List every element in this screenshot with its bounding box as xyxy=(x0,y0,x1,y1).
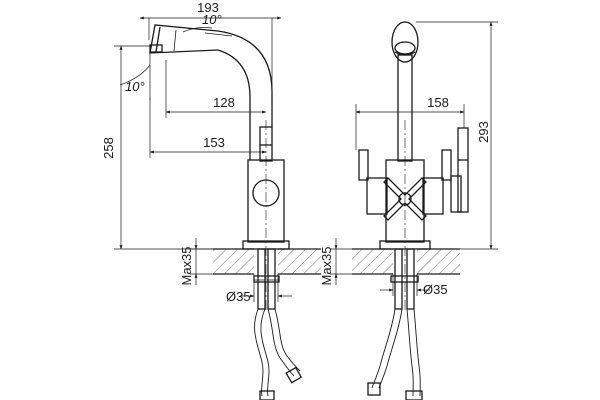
supply-hoses-side xyxy=(253,248,303,400)
dim-total-width-label: 193 xyxy=(197,0,219,15)
dim-hole-diameter-front: Ø35 xyxy=(380,274,448,297)
countertop-section xyxy=(213,248,321,275)
dim-max-thickness-side-label: Max35 xyxy=(179,246,194,285)
dim-handle-span: 158 xyxy=(355,95,465,150)
dim-height-side: 258 xyxy=(101,45,243,250)
dim-total-width: 193 xyxy=(139,0,282,130)
dim-spout-reach: 153 xyxy=(149,98,267,158)
dim-spout-reach-label: 153 xyxy=(203,135,225,150)
dim-max-thickness-side: Max35 xyxy=(179,238,213,286)
dim-height-front: 293 xyxy=(416,21,498,250)
dim-hole-diameter-side-label: Ø35 xyxy=(226,289,251,304)
dim-max-thickness-front: Max35 xyxy=(319,238,352,286)
faucet-body-front xyxy=(358,21,469,250)
dim-height-side-label: 258 xyxy=(101,137,116,159)
dim-angle-side-label: 10° xyxy=(125,79,145,94)
dim-angle-top: 10° xyxy=(182,12,233,37)
dim-outlet-reach: 128 xyxy=(165,60,267,118)
dim-angle-top-label: 10° xyxy=(202,12,222,27)
dim-hole-diameter-front-label: Ø35 xyxy=(423,282,448,297)
dim-max-thickness-front-label: Max35 xyxy=(319,246,334,285)
dim-angle-side: 10° xyxy=(119,53,151,100)
dim-hole-diameter-side: Ø35 xyxy=(226,274,292,304)
supply-hoses-front xyxy=(367,248,423,400)
dim-height-front-label: 293 xyxy=(476,121,491,143)
side-view: 193 10° 10° 128 153 xyxy=(101,0,321,400)
dim-handle-span-label: 158 xyxy=(427,95,449,110)
countertop-section-front xyxy=(352,248,460,275)
front-view: 158 293 Max35 Ø35 xyxy=(319,21,498,400)
dim-outlet-reach-label: 128 xyxy=(213,95,235,110)
